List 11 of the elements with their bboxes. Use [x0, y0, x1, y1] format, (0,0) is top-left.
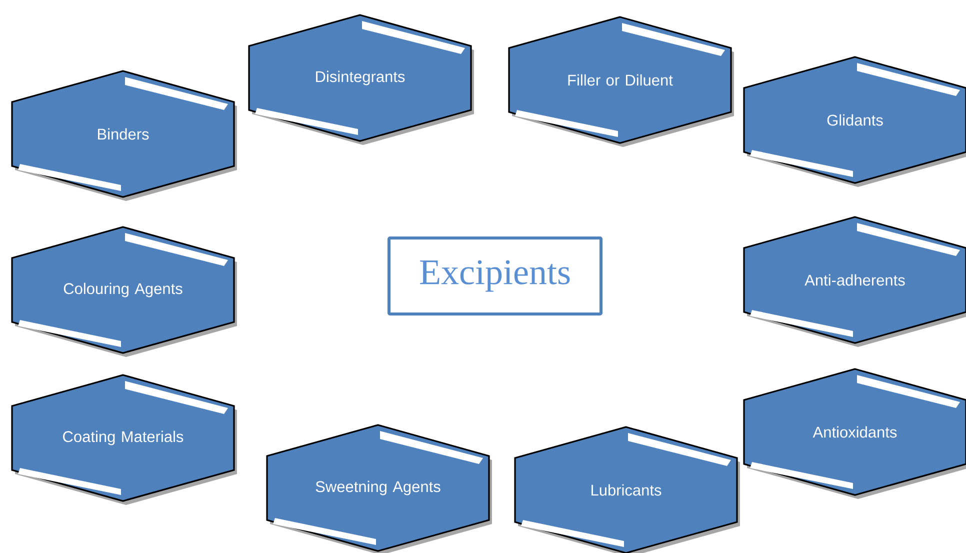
- hexagon-box: Anti-adherents: [743, 216, 966, 347]
- hexagon-box: Coating Materials: [11, 374, 237, 505]
- hexagon-box: Lubricants: [514, 426, 740, 553]
- title-box: Excipients: [388, 236, 602, 316]
- hexagon-box: Antioxidants: [743, 368, 966, 499]
- hexagon-box: Disintegrants: [248, 14, 474, 145]
- hexagon-box: Colouring Agents: [11, 226, 237, 357]
- hexagon-box: Sweetning Agents: [266, 424, 492, 553]
- hexagon-box: Glidants: [743, 56, 966, 187]
- hexagon-box: Binders: [11, 70, 237, 201]
- hexagon-box: Filler or Diluent: [508, 16, 734, 147]
